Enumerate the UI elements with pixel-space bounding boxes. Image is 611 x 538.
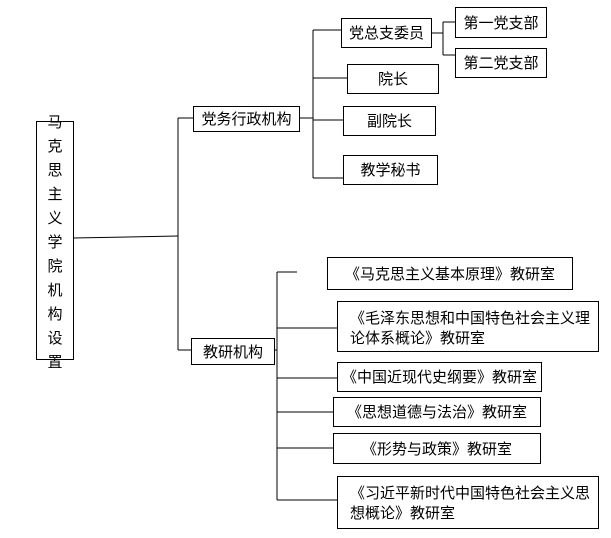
node-party-branch-2: 第二党支部 — [455, 48, 547, 78]
root-char: 置 — [47, 352, 63, 371]
root-char: 思 — [47, 160, 63, 179]
node-teaching-office-5: 《形势与政策》教研室 — [333, 433, 541, 464]
node-party-branch-1: 第一党支部 — [455, 7, 547, 38]
node-teaching-secretary: 教学秘书 — [343, 155, 438, 185]
node-vice-dean: 副院长 — [343, 106, 436, 136]
node-party-committee: 党总支委员 — [341, 18, 432, 48]
root-char: 义 — [47, 208, 63, 227]
node-dean: 院长 — [347, 64, 439, 94]
node-teaching-office-2: 《毛泽东思想和中国特色社会主义理论体系概论》教研室 — [337, 301, 599, 352]
node-teaching: 教研机构 — [191, 338, 275, 365]
root-char: 机 — [47, 280, 63, 299]
root-char: 院 — [47, 256, 63, 275]
root-node: 马 克 思 主 义 学 院 机 构 设 置 — [36, 113, 74, 371]
node-teaching-office-6: 《习近平新时代中国特色社会主义思想概论》教研室 — [337, 476, 599, 529]
root-char: 主 — [47, 184, 63, 203]
node-teaching-office-3: 《中国近现代史纲要》教研室 — [337, 362, 542, 392]
node-teaching-office-1: 《马克思主义基本原理》教研室 — [327, 257, 573, 290]
root-char: 马 — [47, 112, 63, 131]
node-admin: 党务行政机构 — [193, 106, 300, 132]
node-teaching-office-4: 《思想道德与法治》教研室 — [333, 397, 541, 427]
root-char: 设 — [47, 328, 63, 347]
root-char: 学 — [47, 232, 63, 251]
root-char: 克 — [47, 136, 63, 155]
root-char: 构 — [47, 304, 63, 323]
